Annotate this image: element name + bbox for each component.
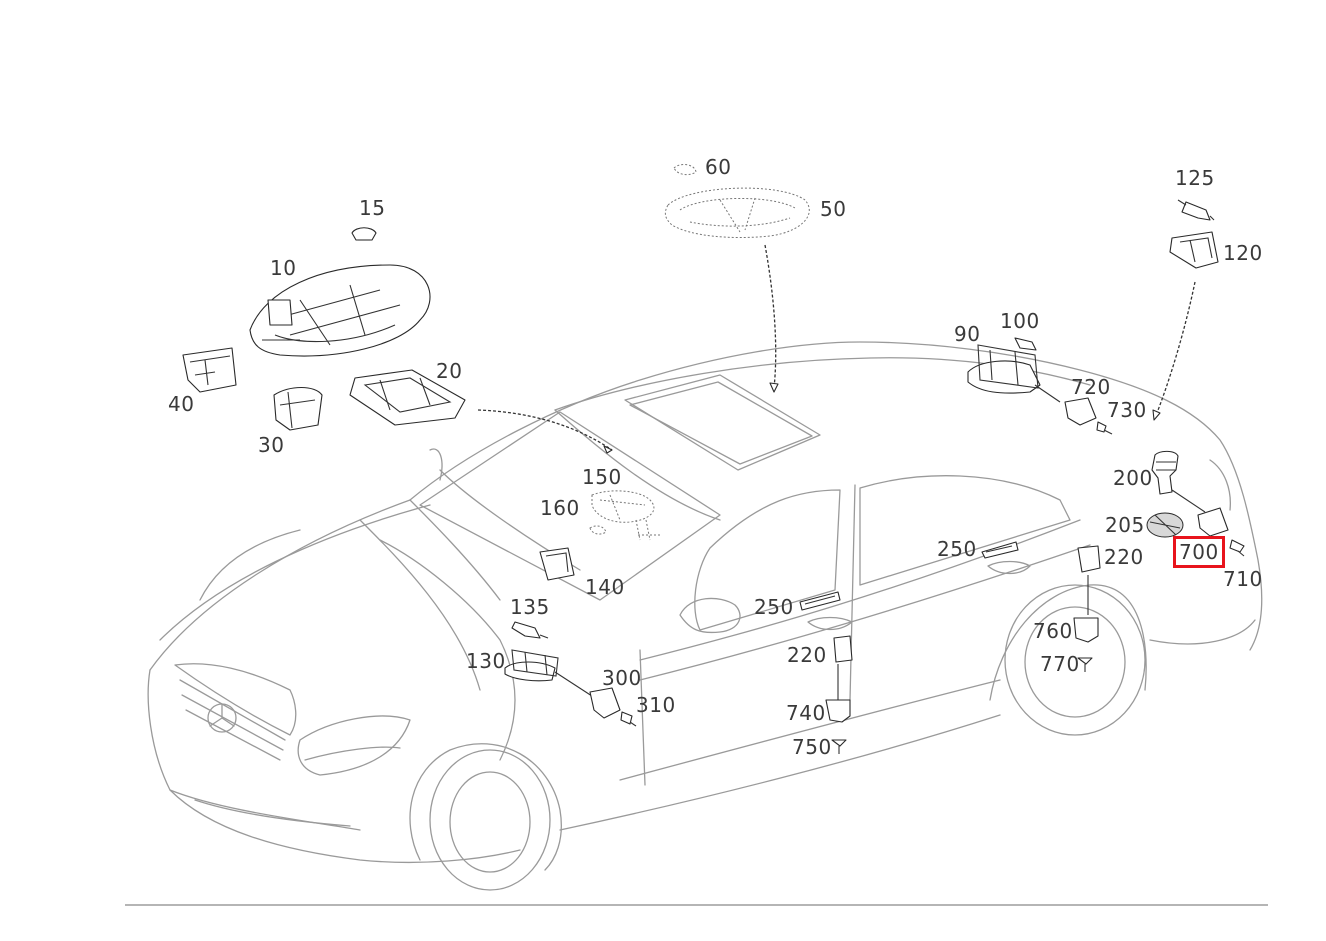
switch-part-140[interactable]: [539, 547, 575, 581]
part-label-60[interactable]: 60: [705, 155, 732, 179]
part-label-750[interactable]: 750: [792, 735, 832, 759]
socket-part-720[interactable]: [1064, 397, 1097, 426]
part-label-30[interactable]: 30: [258, 433, 285, 457]
bulb-part-135[interactable]: [511, 621, 549, 639]
leader-line-120: [1154, 281, 1196, 419]
part-label-130[interactable]: 130: [466, 649, 506, 673]
wiring-part-150: [591, 490, 655, 523]
headliner-part-50: [664, 187, 810, 239]
part-label-760[interactable]: 760: [1033, 619, 1073, 643]
part-label-710[interactable]: 710: [1223, 567, 1263, 591]
screw-part-730[interactable]: [1096, 421, 1113, 435]
part-label-120[interactable]: 120: [1223, 241, 1263, 265]
leader-line-720: [1034, 384, 1061, 403]
part-label-770[interactable]: 770: [1040, 652, 1080, 676]
screw-part-310[interactable]: [620, 711, 637, 727]
part-label-125[interactable]: 125: [1175, 166, 1215, 190]
part-label-90[interactable]: 90: [954, 322, 981, 346]
bulb-part-15[interactable]: [351, 227, 377, 241]
part-label-135[interactable]: 135: [510, 595, 550, 619]
part-label-220-front[interactable]: 220: [787, 643, 827, 667]
part-label-100[interactable]: 100: [1000, 309, 1040, 333]
sensor-part-200[interactable]: [1151, 450, 1179, 495]
handle-light-part-250-rear[interactable]: [981, 541, 1019, 559]
part-label-730[interactable]: 730: [1107, 398, 1147, 422]
screw-part-710[interactable]: [1229, 539, 1245, 557]
part-label-50[interactable]: 50: [820, 197, 847, 221]
part-label-140[interactable]: 140: [585, 575, 625, 599]
bulb-part-125[interactable]: [1177, 199, 1215, 221]
leader-line-50: [764, 244, 777, 389]
clip-part-60: [673, 164, 697, 176]
part-label-150[interactable]: 150: [582, 465, 622, 489]
part-label-250-rear[interactable]: 250: [937, 537, 977, 561]
lamp-part-120[interactable]: [1169, 231, 1219, 269]
car-outline: [147, 341, 1263, 891]
part-label-205[interactable]: 205: [1105, 513, 1145, 537]
arrowhead-120: [1152, 409, 1161, 421]
part-label-15[interactable]: 15: [359, 196, 386, 220]
socket-part-740[interactable]: [825, 699, 851, 723]
socket-part-760[interactable]: [1073, 617, 1099, 643]
lamp-housing-part-40[interactable]: [182, 347, 237, 393]
clip-part-160: [589, 519, 660, 541]
socket-part-700[interactable]: [1197, 507, 1229, 537]
module-part-220-rear[interactable]: [1077, 545, 1101, 573]
speaker-part-205[interactable]: [1146, 512, 1184, 538]
leader-line-20: [477, 409, 613, 451]
part-label-720[interactable]: 720: [1071, 375, 1111, 399]
leader-line-700: [1171, 489, 1206, 513]
leader-line-300: [554, 671, 596, 699]
part-label-40[interactable]: 40: [168, 392, 195, 416]
footer-divider: [125, 904, 1268, 906]
lamp-part-130[interactable]: [504, 649, 559, 682]
arrowhead-20: [603, 445, 613, 454]
part-label-10[interactable]: 10: [270, 256, 297, 280]
part-label-740[interactable]: 740: [786, 701, 826, 725]
lamp-housing-part-30[interactable]: [273, 386, 323, 431]
part-label-220-rear[interactable]: 220: [1104, 545, 1144, 569]
part-label-160[interactable]: 160: [540, 496, 580, 520]
part-label-250-front[interactable]: 250: [754, 595, 794, 619]
part-label-20[interactable]: 20: [436, 359, 463, 383]
reading-lamp-part-90[interactable]: [967, 344, 1041, 394]
bulb-part-100[interactable]: [1014, 337, 1037, 351]
handle-light-part-250-front[interactable]: [799, 591, 841, 611]
module-part-220-front[interactable]: [833, 635, 853, 663]
lens-part-20[interactable]: [349, 369, 466, 426]
screw-part-750[interactable]: [831, 739, 847, 754]
socket-part-300[interactable]: [589, 687, 621, 719]
part-label-700-highlighted[interactable]: 700: [1173, 536, 1225, 568]
part-label-310[interactable]: 310: [636, 693, 676, 717]
arrowhead-50: [769, 382, 779, 393]
screw-part-770[interactable]: [1077, 657, 1093, 672]
part-label-300[interactable]: 300: [602, 666, 642, 690]
roof-console-part-10[interactable]: [249, 264, 431, 357]
part-label-200[interactable]: 200: [1113, 466, 1153, 490]
